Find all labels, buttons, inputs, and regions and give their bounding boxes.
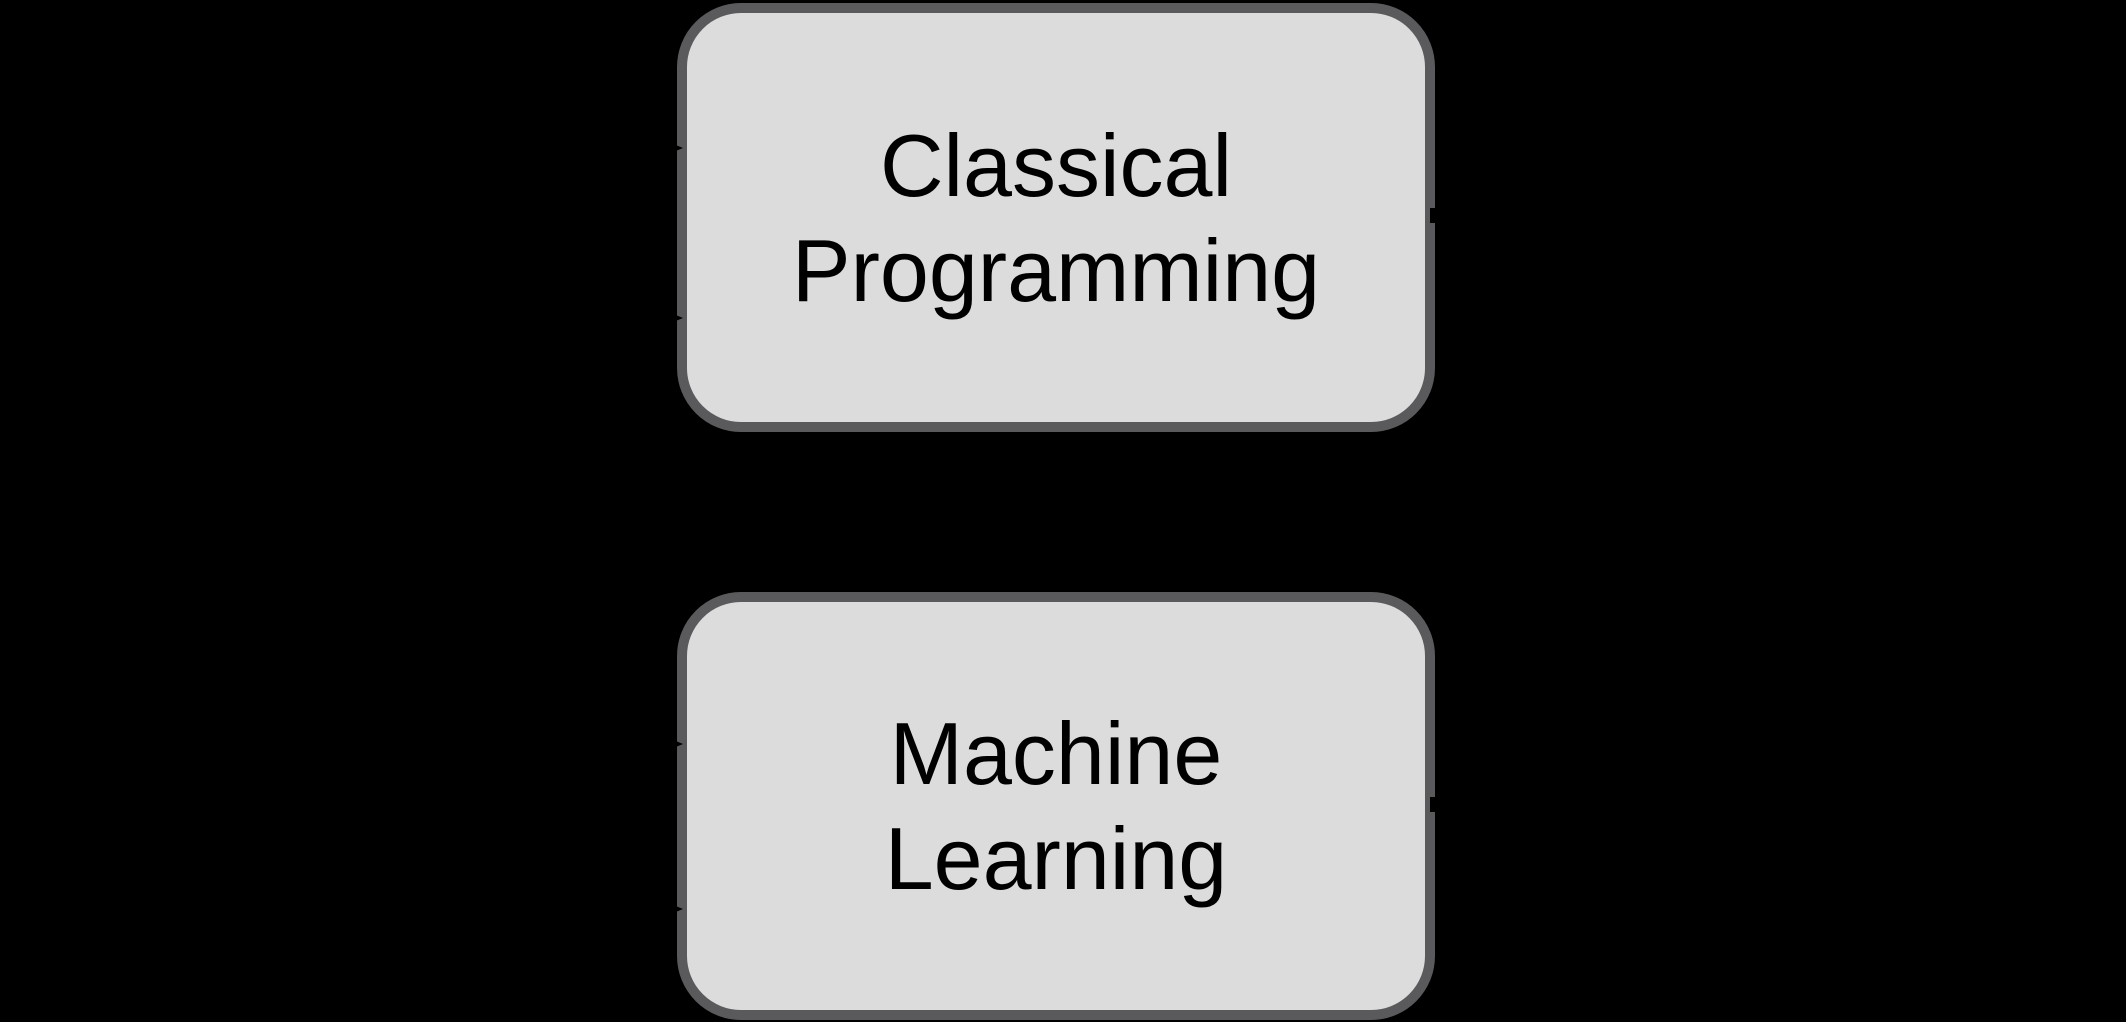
machine-learning-box: Machine Learning: [677, 592, 1435, 1020]
arrowhead-right-icon: [666, 141, 683, 155]
classical-programming-label-line2: Programming: [791, 220, 1321, 320]
output-connector-stub: [1430, 797, 1442, 812]
machine-learning-label: Machine Learning: [885, 701, 1228, 911]
arrowhead-right-icon: [666, 902, 683, 916]
classical-programming-label-line1: Classical: [879, 115, 1233, 215]
machine-learning-label-line1: Machine: [889, 704, 1223, 803]
classical-programming-label: Classical Programming: [792, 113, 1320, 323]
machine-learning-label-line2: Learning: [884, 809, 1228, 908]
classical-programming-box: Classical Programming: [677, 3, 1435, 432]
arrowhead-right-icon: [666, 311, 683, 325]
output-connector-stub: [1430, 208, 1442, 223]
arrowhead-right-icon: [666, 737, 683, 751]
